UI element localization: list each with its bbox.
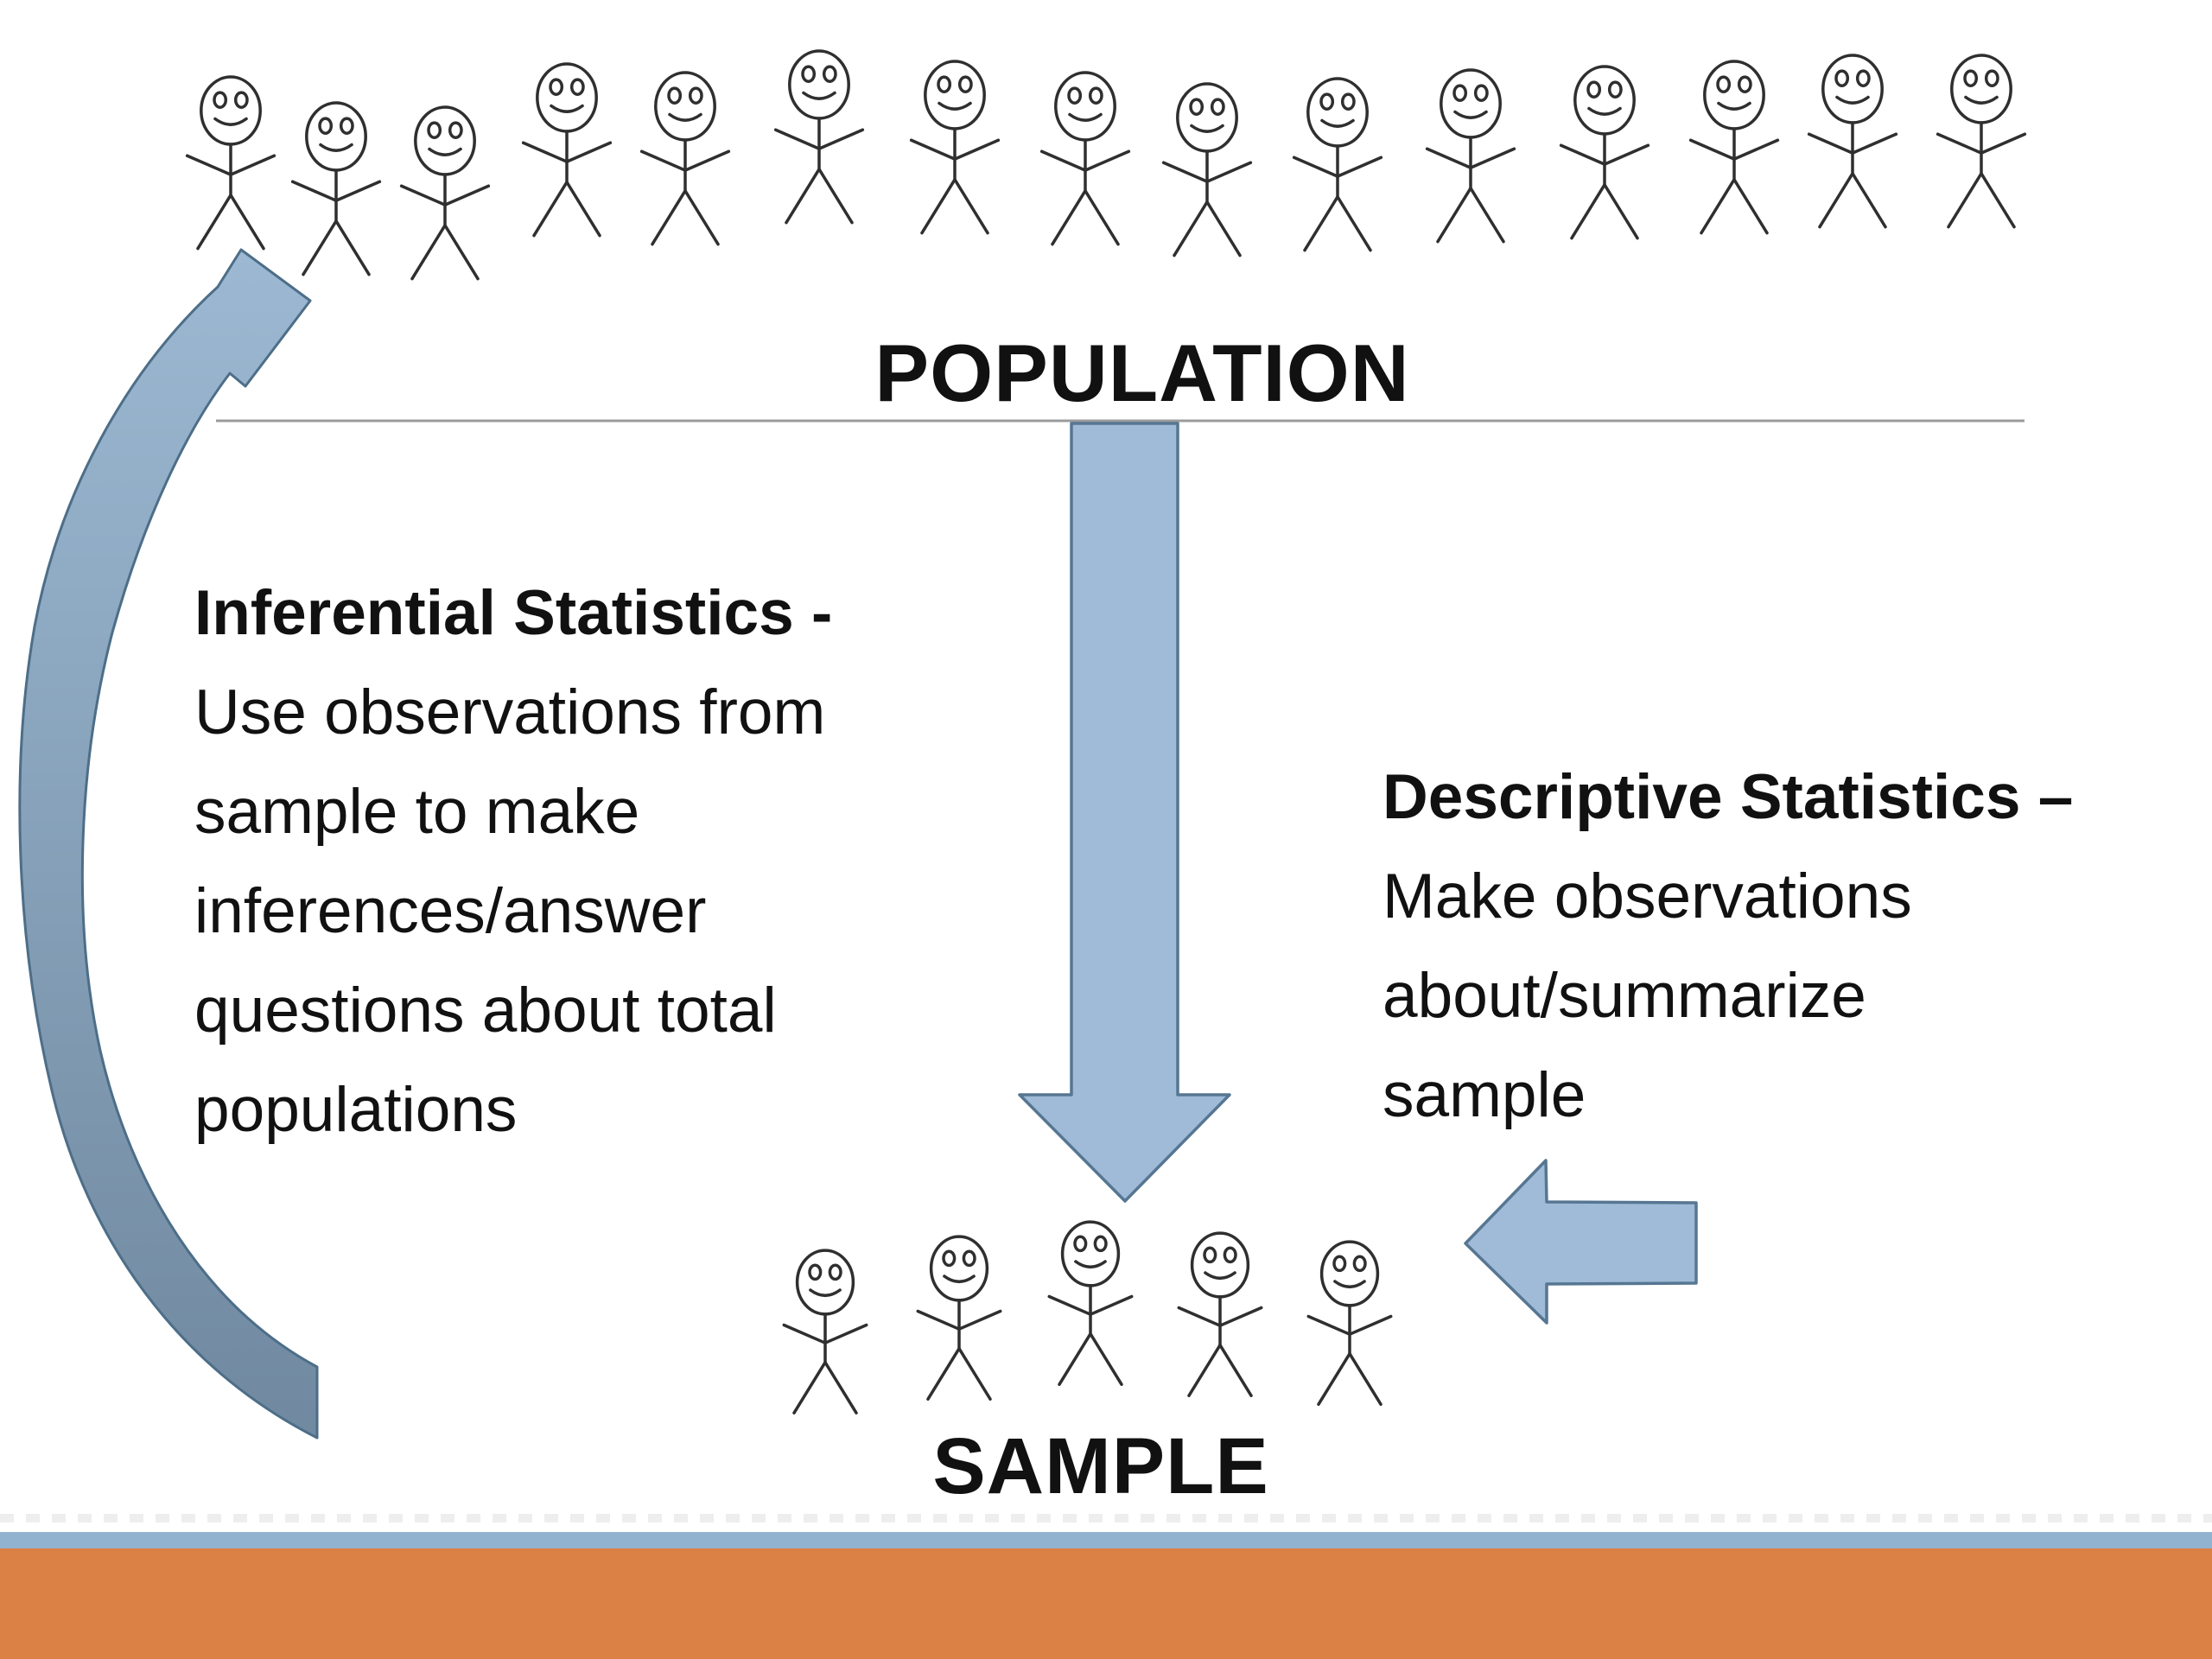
population-figures-row	[185, 49, 2027, 281]
text-line: Descriptive Statistics –	[1382, 762, 2074, 832]
text-line: populations	[194, 1075, 518, 1145]
person-icon	[521, 62, 613, 238]
text-line: Inferential Statistics -	[194, 578, 833, 648]
person-icon	[1292, 77, 1383, 252]
person-icon	[185, 75, 276, 251]
person-icon	[399, 105, 491, 281]
footer-dotted-strip	[0, 1514, 2212, 1522]
text-line: sample to make	[194, 777, 640, 847]
person-icon	[290, 101, 382, 276]
text-line: Make observations	[1382, 861, 1912, 931]
person-icon	[916, 1235, 1002, 1401]
text-line: about/summarize	[1382, 961, 1866, 1031]
person-icon	[1559, 65, 1650, 240]
left-arrow-icon	[1464, 1159, 1698, 1325]
inferential-statistics-text: Inferential Statistics - Use observations…	[194, 563, 832, 1160]
cycle-arrow-icon	[18, 248, 319, 1440]
person-icon	[1688, 60, 1780, 235]
population-title: POPULATION	[874, 327, 1410, 418]
text-line: questions about total	[194, 976, 777, 1046]
descriptive-statistics-text: Descriptive Statistics – Make observation…	[1382, 747, 2073, 1145]
text-line: Use observations from	[194, 677, 826, 747]
person-icon	[782, 1249, 868, 1414]
person-icon	[1425, 68, 1516, 244]
person-icon	[639, 71, 731, 246]
person-icon	[1807, 54, 1898, 229]
person-icon	[909, 60, 1001, 235]
text-line: inferences/answer	[194, 876, 707, 946]
sample-title: SAMPLE	[932, 1422, 1269, 1510]
person-icon	[773, 49, 865, 225]
down-arrow-icon	[1018, 422, 1231, 1203]
person-icon	[1936, 54, 2027, 229]
person-icon	[1039, 71, 1131, 246]
person-icon	[1161, 82, 1253, 257]
sample-figures-row	[782, 1220, 1393, 1414]
person-icon	[1047, 1220, 1134, 1386]
footer-orange-bar	[0, 1548, 2212, 1659]
person-icon	[1306, 1240, 1393, 1406]
person-icon	[1177, 1231, 1263, 1397]
footer-blue-bar	[0, 1532, 2212, 1548]
text-line: sample	[1382, 1060, 1586, 1130]
